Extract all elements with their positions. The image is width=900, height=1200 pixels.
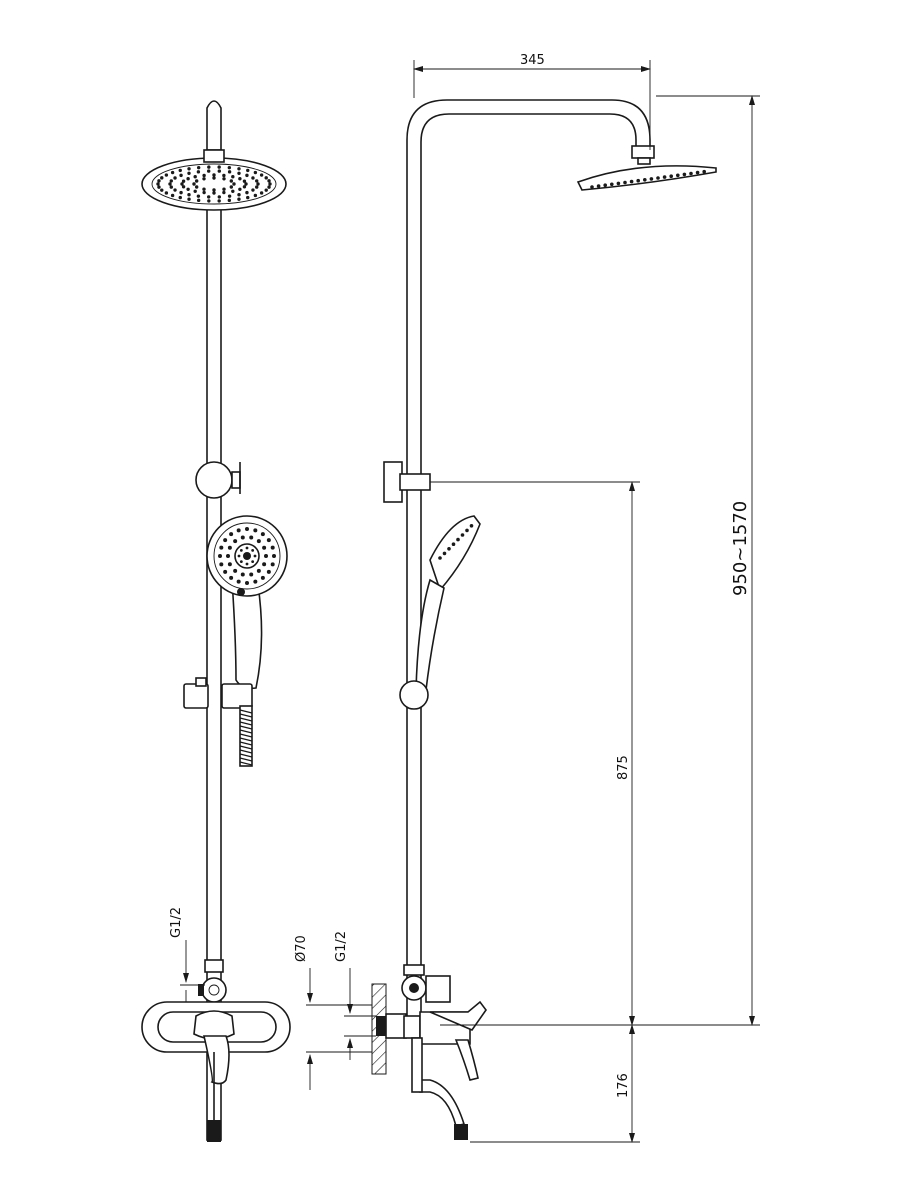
dim-diameter-label: Ø70 <box>294 935 309 962</box>
dim-875-label: 875 <box>616 755 631 780</box>
dim-thread-side: G1/2 <box>334 931 376 1060</box>
side-rain-shower-head <box>576 145 717 191</box>
front-hand-shower <box>206 515 288 690</box>
side-hand-shower <box>415 515 481 691</box>
side-wall-section <box>371 983 387 1075</box>
front-bottom-outlet <box>207 1120 221 1142</box>
front-view: G1/2 <box>141 100 291 1142</box>
front-upper-holder <box>195 461 241 499</box>
dim-diameter: Ø70 <box>294 935 372 1090</box>
side-slide-knob <box>399 680 429 710</box>
dim-345-label: 345 <box>520 53 545 68</box>
front-diverter <box>198 959 227 1003</box>
front-mixer <box>141 1001 291 1120</box>
front-hose <box>239 705 253 767</box>
side-mixer <box>385 1000 487 1140</box>
front-g12-annotation: G1/2 <box>169 907 205 1002</box>
side-riser-arm <box>406 99 651 1030</box>
dim-176-label: 176 <box>616 1073 631 1098</box>
dim-total-height-label: 950~1570 <box>730 501 751 596</box>
front-slide-bracket <box>183 677 253 709</box>
dim-176: 176 <box>470 1024 640 1143</box>
dim-total-height: 950~1570 <box>440 95 760 1026</box>
dim-345: 345 <box>413 53 651 150</box>
front-thread-label: G1/2 <box>169 907 184 938</box>
dim-thread-side-label: G1/2 <box>334 931 349 962</box>
side-view: 345 950~1570 875 176 Ø70 <box>294 53 760 1143</box>
front-rain-shower-head <box>141 149 287 211</box>
side-diverter <box>401 964 451 1003</box>
dim-875: 875 <box>430 481 640 1026</box>
side-upper-holder <box>383 461 431 503</box>
